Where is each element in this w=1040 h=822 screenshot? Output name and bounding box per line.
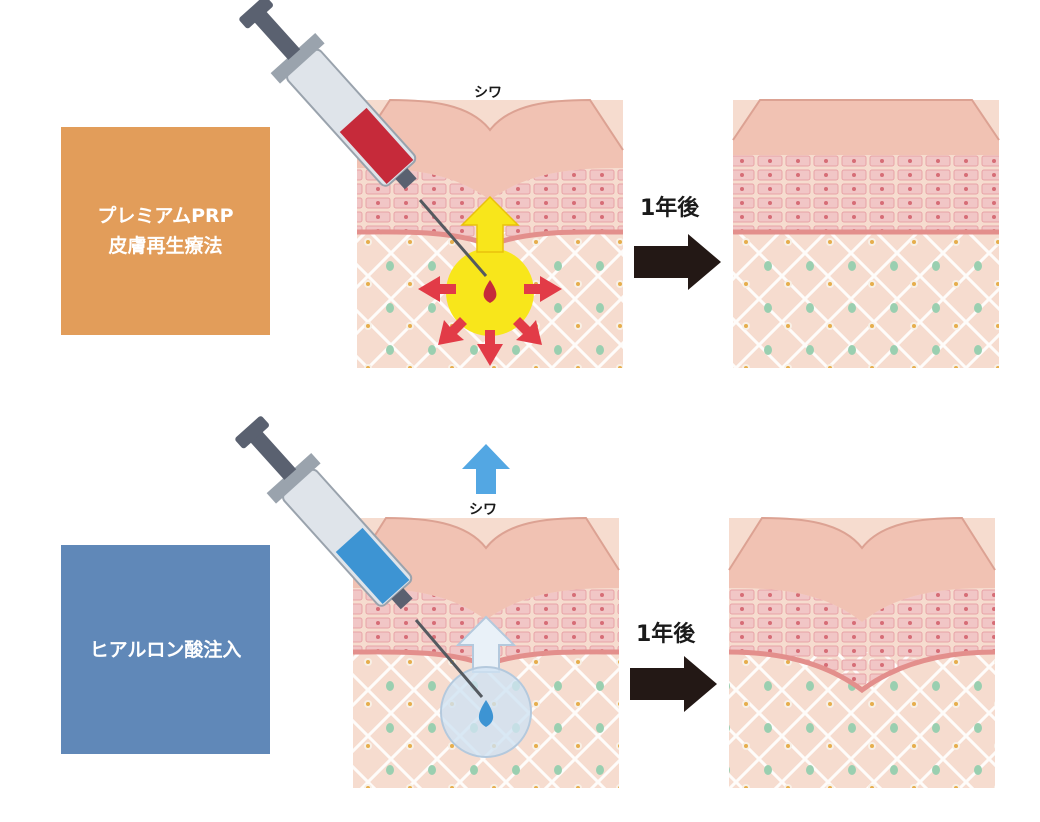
skin-block-prp-after	[732, 99, 1000, 368]
prp-therapy-label: プレミアムPRP 皮膚再生療法	[61, 127, 270, 335]
hyaluronic-injection-label: ヒアルロン酸注入	[61, 545, 270, 754]
blood-drop-icon	[483, 280, 497, 303]
arrow-up-icon	[462, 444, 510, 494]
water-drop-icon	[478, 700, 494, 727]
wrinkle-label-prp: シワ	[474, 85, 502, 101]
syringe-ha-icon	[235, 416, 484, 698]
prp-spread-arrows	[418, 276, 562, 366]
syringe-prp-icon	[239, 0, 488, 277]
after-1-year-label-prp: 1年後	[640, 196, 700, 221]
arrow-right-icon	[634, 234, 721, 290]
arrow-right-icon	[630, 656, 717, 712]
wrinkle-label-ha: シワ	[469, 502, 497, 518]
after-1-year-label-ha: 1年後	[636, 622, 696, 647]
skin-block-ha-after	[728, 516, 996, 788]
